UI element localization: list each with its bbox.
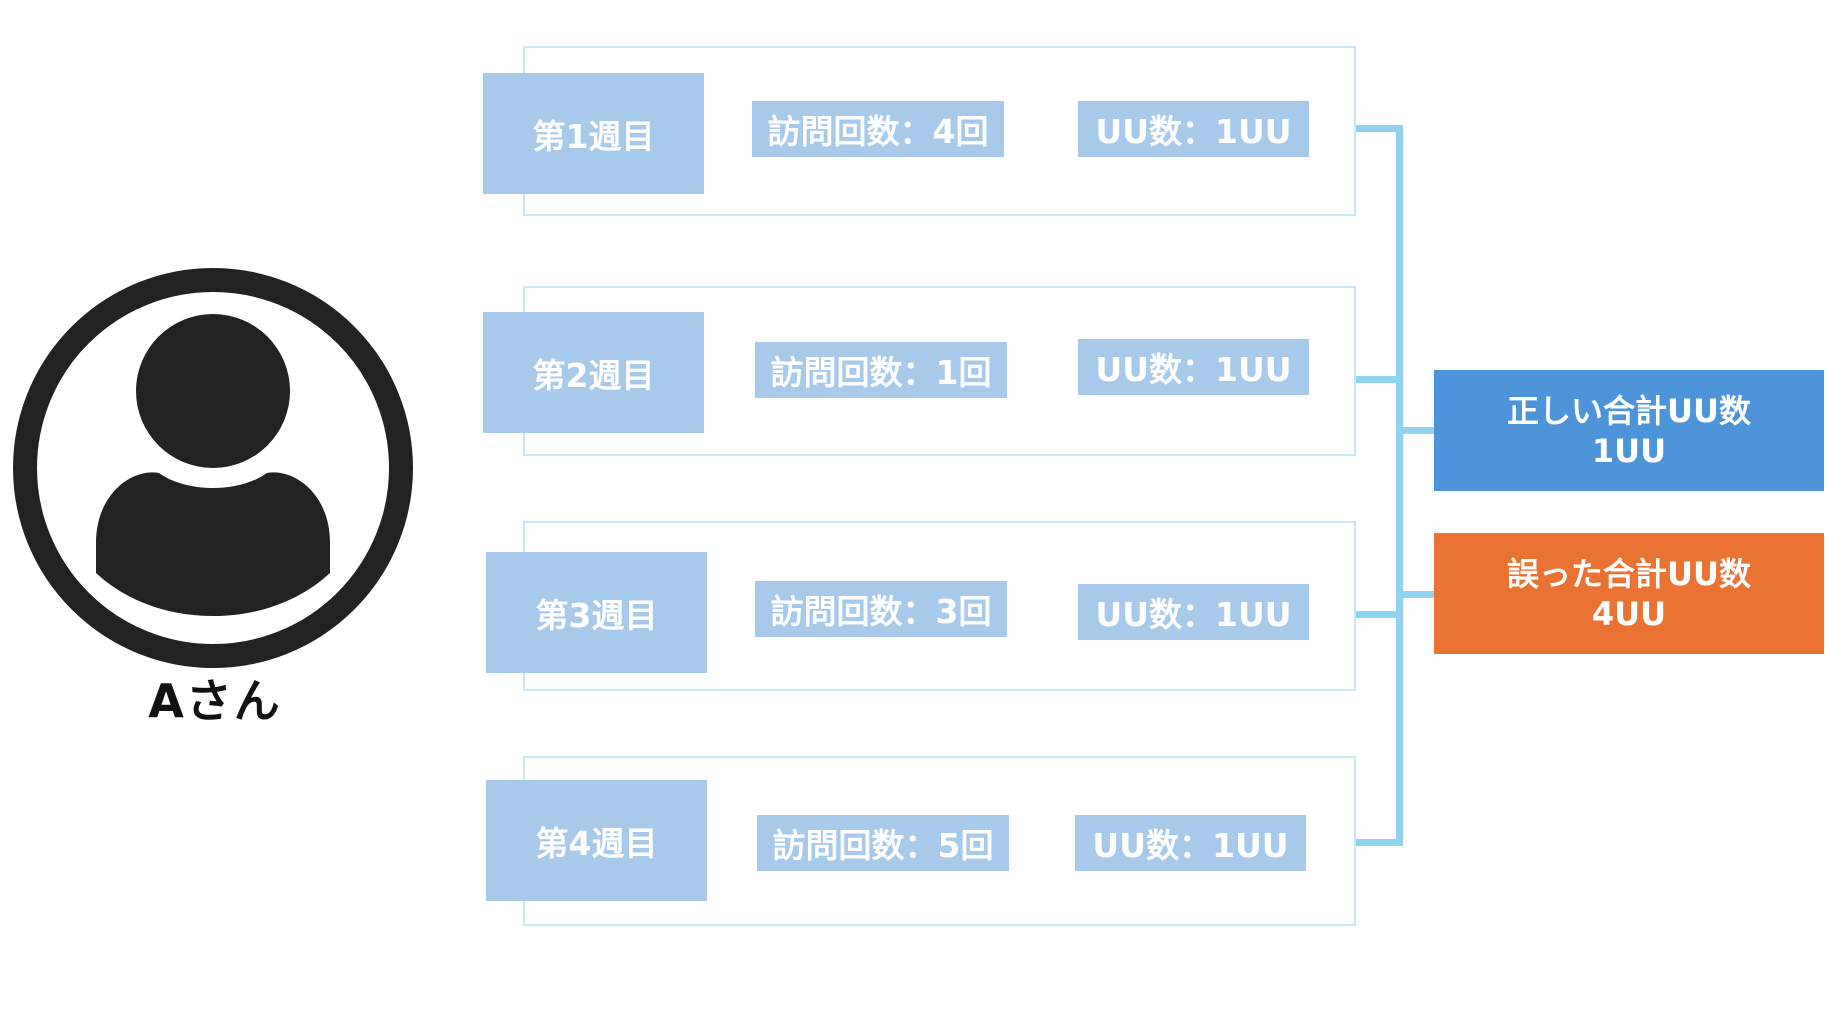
visits-label-1: 訪問回数：4回 xyxy=(752,101,1004,157)
connector-line-wrong xyxy=(1403,591,1434,598)
visits-label-4: 訪問回数：5回 xyxy=(757,815,1009,871)
result-correct-value: 1UU xyxy=(1591,431,1667,470)
connector-line-week-2 xyxy=(1356,376,1403,383)
connector-trunk xyxy=(1396,125,1403,846)
result-correct: 正しい合計UU数 1UU xyxy=(1434,370,1824,491)
result-correct-title: 正しい合計UU数 xyxy=(1507,391,1751,430)
result-wrong-value: 4UU xyxy=(1591,594,1667,633)
week-label-3: 第3週目 xyxy=(486,552,707,673)
visits-label-2: 訪問回数：1回 xyxy=(755,342,1007,398)
connector-line-week-4 xyxy=(1356,839,1403,846)
user-avatar-icon xyxy=(13,268,413,668)
uu-label-3: UU数：1UU xyxy=(1078,584,1309,640)
connector-line-correct xyxy=(1403,427,1434,434)
result-wrong-title: 誤った合計UU数 xyxy=(1507,554,1751,593)
uu-label-4: UU数：1UU xyxy=(1075,815,1306,871)
user-label: Aさん xyxy=(148,674,282,728)
visits-label-3: 訪問回数：3回 xyxy=(755,581,1007,637)
week-label-1: 第1週目 xyxy=(483,73,704,194)
connector-line-week-3 xyxy=(1356,611,1403,618)
connector-line-week-1 xyxy=(1356,125,1403,132)
result-wrong: 誤った合計UU数 4UU xyxy=(1434,533,1824,654)
week-label-2: 第2週目 xyxy=(483,312,704,433)
week-label-4: 第4週目 xyxy=(486,780,707,901)
uu-label-2: UU数：1UU xyxy=(1078,339,1309,395)
uu-label-1: UU数：1UU xyxy=(1078,101,1309,157)
